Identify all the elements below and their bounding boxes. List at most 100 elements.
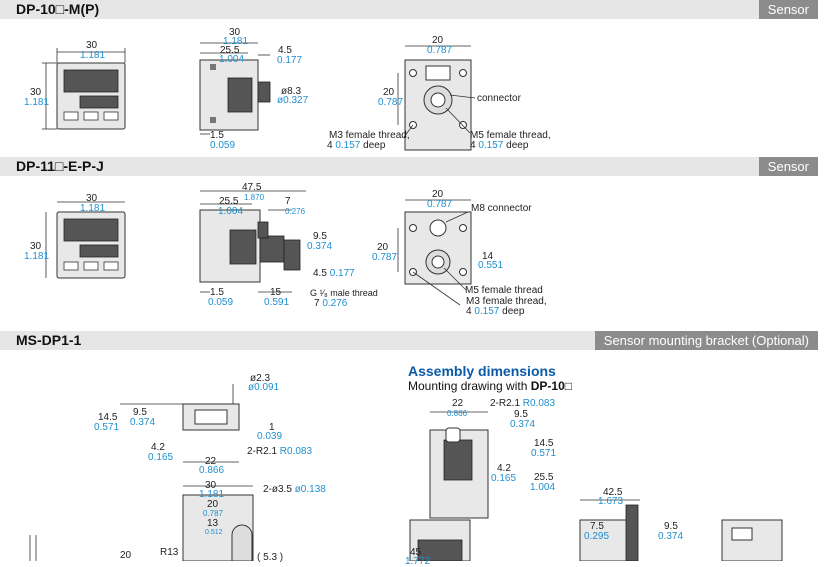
dim-asm-low-in: 0.165 xyxy=(491,473,517,484)
dim-side-depth-in: 1.004 xyxy=(219,54,245,65)
dim-foot: 1.5 xyxy=(210,130,224,141)
label-m3-thread: M3 female thread, xyxy=(329,130,410,141)
dim-height-in: 1.181 xyxy=(24,251,50,262)
label-m5-thread: M5 female thread xyxy=(465,285,543,296)
section-title: MS-DP1-1 xyxy=(16,332,82,348)
bracket-front-view xyxy=(29,485,254,561)
dim-conn-height-in: 0.374 xyxy=(307,241,333,252)
dim-b-width-in: 1.181 xyxy=(199,489,225,500)
assembly-heading: Assembly dimensions xyxy=(408,363,556,379)
dim-asm-s9: 9.5 xyxy=(664,521,678,532)
dim-height-in: 1.181 xyxy=(24,97,50,108)
dim-b-small: 13 xyxy=(207,518,219,529)
label-b-radius: R13 xyxy=(160,547,179,558)
section-bar-dp10: DP-10□-M(P) Sensor xyxy=(0,0,818,19)
assembly-side-view xyxy=(579,499,640,561)
dim-height: 14.5 xyxy=(98,412,118,423)
dim-foot: 1.5 xyxy=(210,287,224,298)
dim-total-in: 1.870 xyxy=(244,193,265,202)
dp10-front-view xyxy=(42,48,126,130)
dim-body-in: 1.004 xyxy=(218,206,244,217)
label-thread: G ¹⁄₈ male thread xyxy=(310,288,378,298)
dim-side-width: 30 xyxy=(229,27,241,38)
label-asm-radius: 2-R2.1 R0.083 xyxy=(490,398,556,409)
section-title: DP-11□-E-P-J xyxy=(16,158,104,174)
dim-mid: 9.5 xyxy=(133,407,147,418)
section-title: DP-10□-M(P) xyxy=(16,1,100,17)
label-m3-depth: 4 0.157 deep xyxy=(466,306,525,317)
label-m5-depth: 4 0.157 deep xyxy=(470,140,529,151)
dim-width-in: 1.181 xyxy=(80,203,106,214)
dim-height: 30 xyxy=(30,87,42,98)
dim-foot-in: 0.059 xyxy=(208,297,234,308)
dim-conn-in: 0.276 xyxy=(285,207,306,216)
dim-asm-s7-in: 0.295 xyxy=(584,531,610,542)
dim-side-width-in: 1.181 xyxy=(223,36,249,47)
dim-thickness: 1 xyxy=(269,422,275,433)
dim-low-in: 0.165 xyxy=(148,452,174,463)
dim-asm-mid: 9.5 xyxy=(514,409,528,420)
dim-rear-width-in: 0.787 xyxy=(427,199,453,210)
dim-b-paren: ( 5.3 ) xyxy=(257,552,284,563)
dim-asm-low: 4.2 xyxy=(497,463,511,474)
dim-asm-mid-in: 0.374 xyxy=(510,419,536,430)
dim-asm-s7: 7.5 xyxy=(590,521,604,532)
section-bar-msdp1: MS-DP1-1 Sensor mounting bracket (Option… xyxy=(0,331,818,350)
label-connector: connector xyxy=(477,93,521,104)
dim-asm-depth: 25.5 xyxy=(534,472,554,483)
dim-rear-width-in: 0.787 xyxy=(427,45,453,56)
section-bar-dp11: DP-11□-E-P-J Sensor xyxy=(0,157,818,176)
dim-foot-in: 0.059 xyxy=(210,140,236,151)
dim-b-width: 30 xyxy=(205,480,217,491)
assembly-rear-view xyxy=(721,519,783,561)
dim-thread: 7 0.276 xyxy=(314,298,348,309)
label-m5-thread: M5 female thread, xyxy=(470,130,551,141)
dim-port: 4.5 xyxy=(278,45,292,56)
dim-width: 30 xyxy=(86,40,98,51)
dim-conn: 7 xyxy=(285,196,291,207)
dim-rear-height-in: 0.787 xyxy=(372,252,398,263)
dim-asm-width-in: 0.866 xyxy=(447,409,468,418)
dim-rear-height-in: 0.787 xyxy=(378,97,404,108)
dim-width-in: 1.181 xyxy=(80,50,106,61)
dim-thickness-in: 0.039 xyxy=(257,431,283,442)
dim-port-in: 0.177 xyxy=(277,55,303,66)
dim-dia: ø8.3 xyxy=(281,86,302,97)
dim-rear-width: 20 xyxy=(432,35,444,46)
dim-conn-height: 9.5 xyxy=(313,231,327,242)
dim-fitting-in: 0.591 xyxy=(264,297,290,308)
dp10-rear-view xyxy=(397,45,476,151)
dim-asm-side: 42.5 xyxy=(603,487,623,498)
dim-side-depth: 25.5 xyxy=(220,45,240,56)
dim-asm-width: 22 xyxy=(452,398,464,409)
assembly-left-view xyxy=(409,519,471,561)
dim-height: 30 xyxy=(30,241,42,252)
label-b-hole: 2-ø3.5 ø0.138 xyxy=(263,484,326,495)
dp11-front-view xyxy=(45,201,126,279)
dim-width: 30 xyxy=(86,193,98,204)
dim-asm-depth-in: 1.004 xyxy=(530,482,556,493)
dp11-rear-view xyxy=(397,199,472,306)
dp10-side-view xyxy=(199,42,271,135)
section-tag: Sensor xyxy=(758,0,818,19)
label-m3-thread: M3 female thread, xyxy=(466,296,547,307)
dim-rear-height: 20 xyxy=(383,87,395,98)
section-tag: Sensor mounting bracket (Optional) xyxy=(594,331,818,350)
dim-total: 47.5 xyxy=(242,182,262,193)
dim-asm-side-in: 1.673 xyxy=(598,496,624,507)
dim-asm-left-in: 1.772 xyxy=(405,556,431,567)
dim-bracket-width-in: 0.866 xyxy=(199,465,225,476)
dim-b-small-in: 0.512 xyxy=(205,529,223,536)
dim-height-in: 0.571 xyxy=(94,422,120,433)
dim-b-side: 20 xyxy=(120,550,132,561)
dp11-side-view xyxy=(199,190,306,293)
dim-hole: ø2.3 xyxy=(250,373,271,384)
dim-offset: 14 xyxy=(482,251,494,262)
section-tag: Sensor xyxy=(758,157,818,176)
dim-asm-height-in: 0.571 xyxy=(531,448,557,459)
label-m8-connector: M8 connector xyxy=(471,203,532,214)
dim-body: 25.5 xyxy=(219,196,239,207)
dim-b-inner-in: 0.787 xyxy=(203,509,224,518)
dim-asm-s9-in: 0.374 xyxy=(658,531,684,542)
